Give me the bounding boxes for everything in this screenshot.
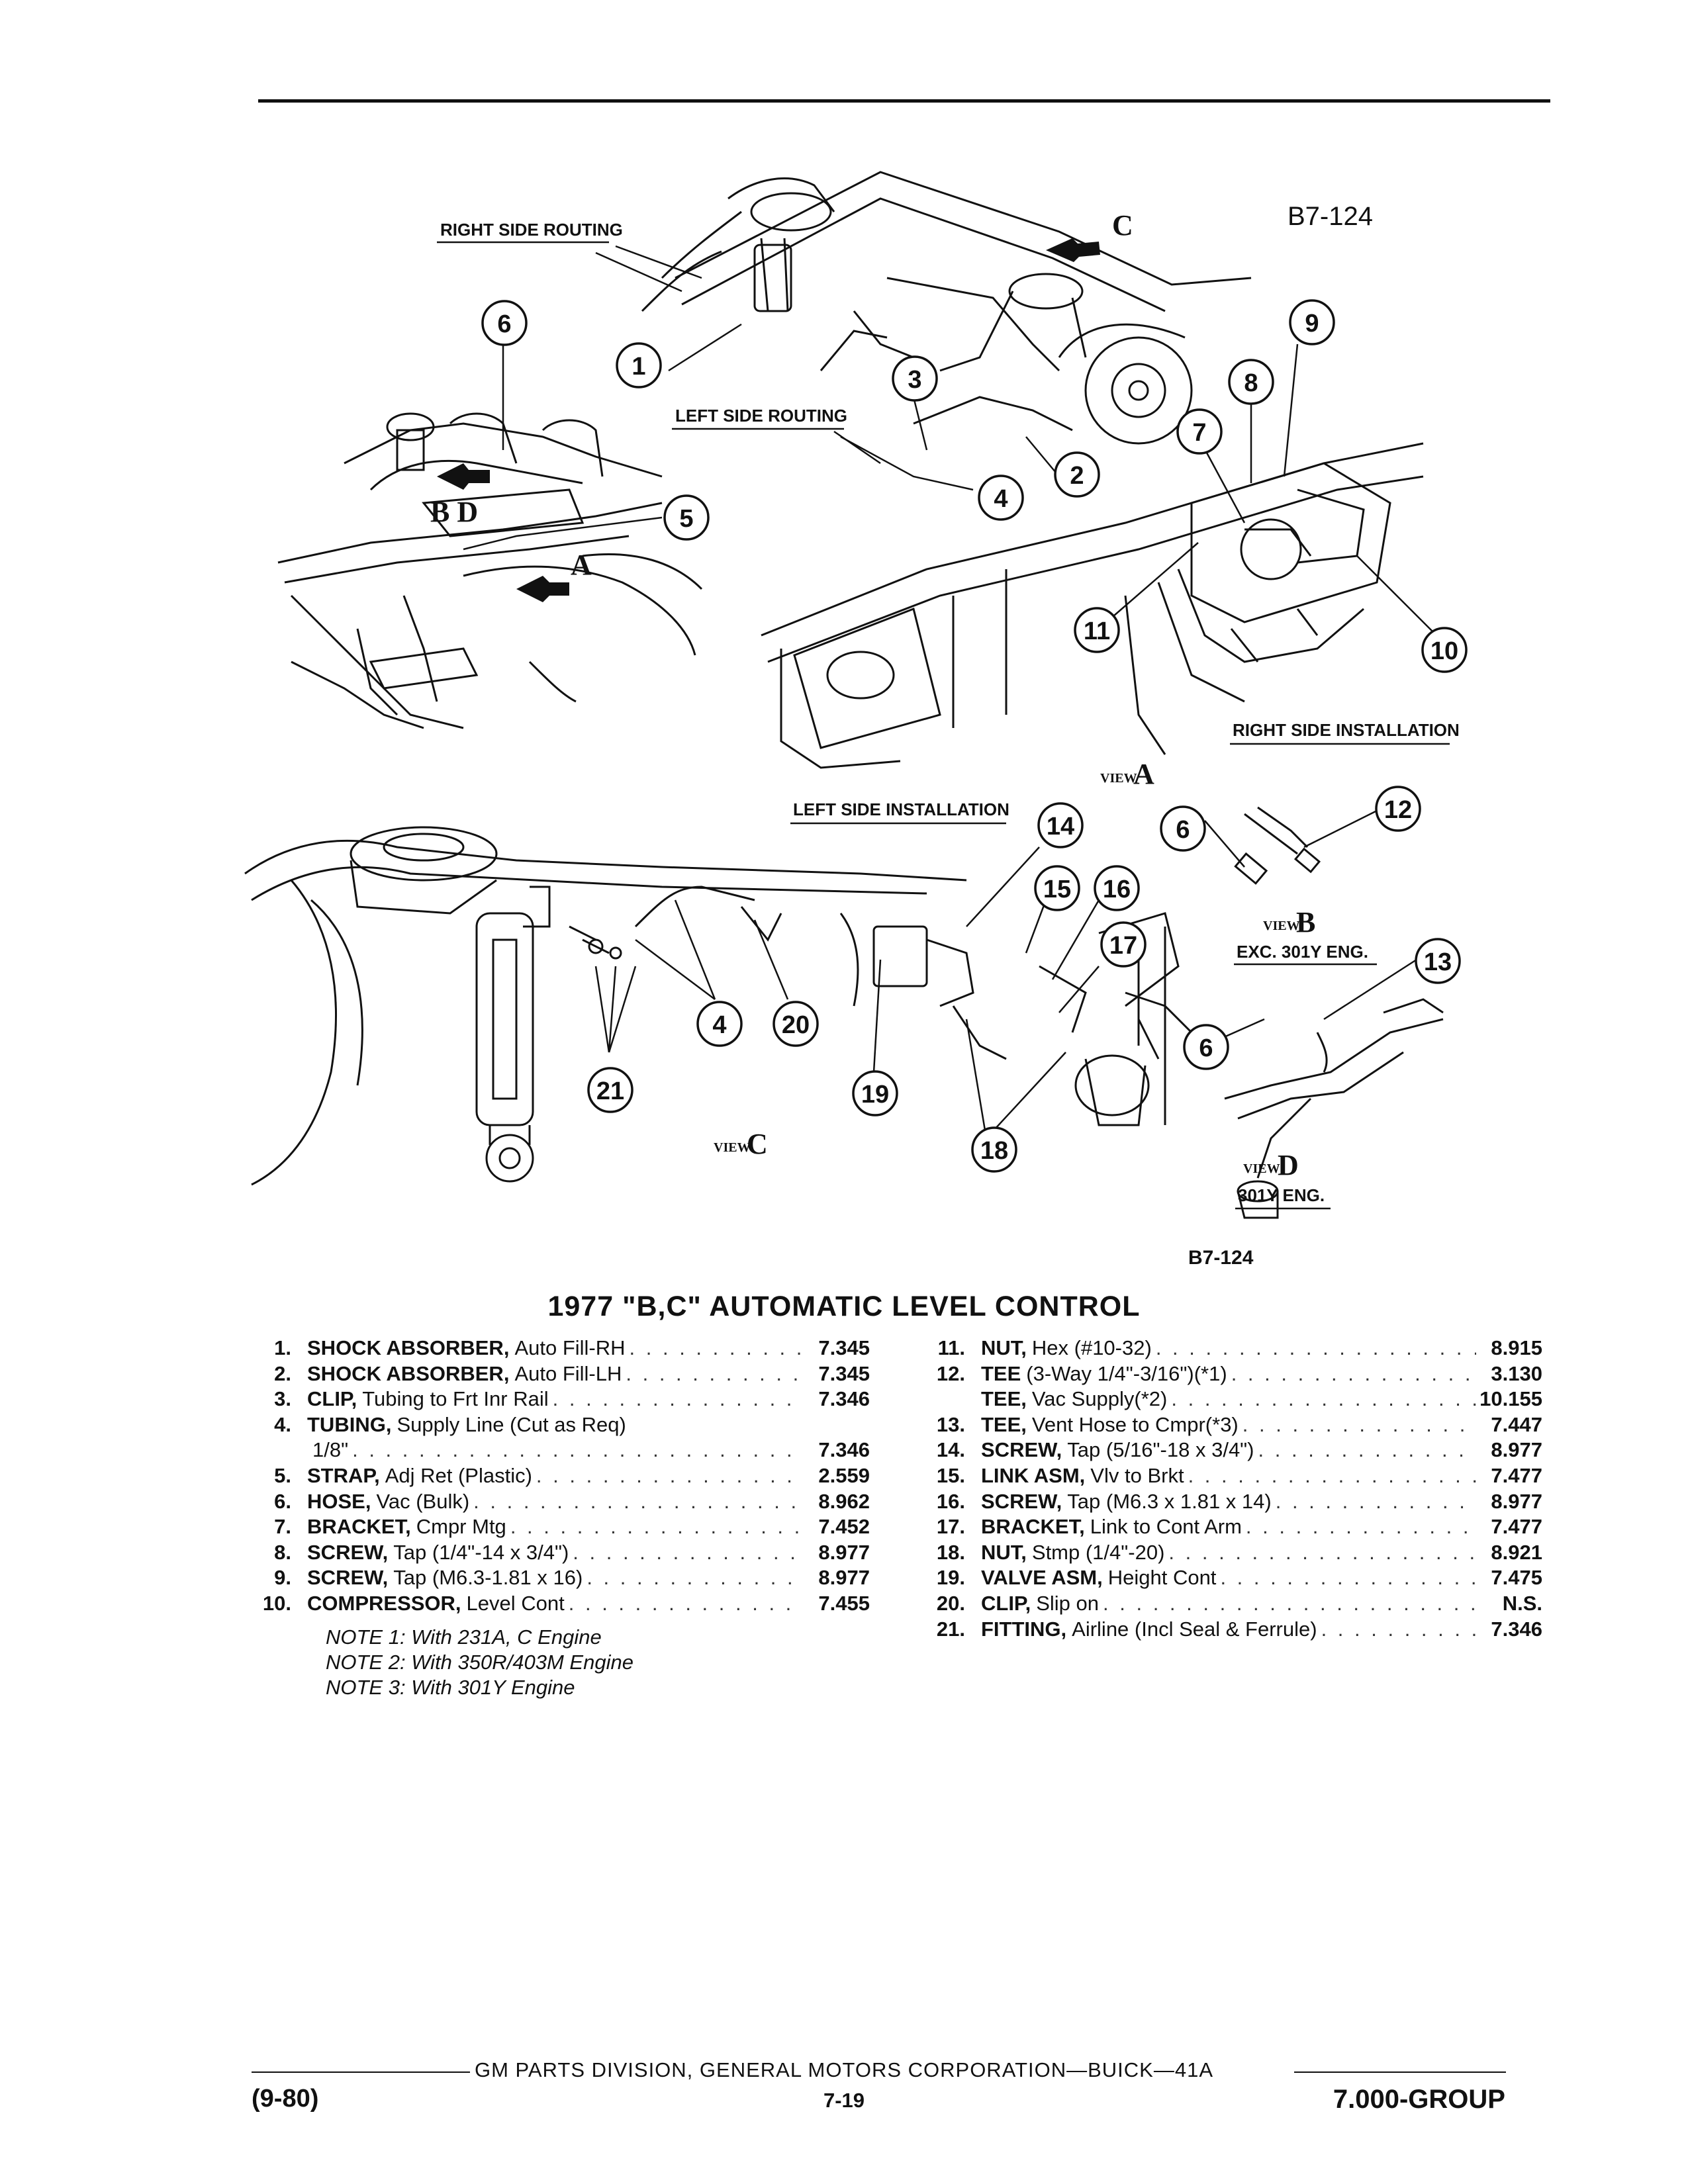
callout-1: 1 [632,353,645,381]
parts-row: TEE,Vac Supply(*2)10.155 [920,1387,1542,1412]
parts-row: 1.SHOCK ABSORBER,Auto Fill-RH7.345 [246,1336,870,1361]
parts-row: 7.BRACKET,Cmpr Mtg7.452 [246,1514,870,1540]
callout-19: 19 [861,1081,889,1109]
parts-row: 3.CLIP,Tubing to Frt Inr Rail7.346 [246,1387,870,1412]
parts-row: 2.SHOCK ABSORBER,Auto Fill-LH7.345 [246,1361,870,1387]
footer-rule-left [252,2071,470,2073]
view-b: VIEW B EXC. 301Y ENG. [1234,906,1377,966]
parts-row: 1/8"7.346 [246,1437,870,1463]
view-letter-c: C [747,1128,768,1160]
callout-4: 4 [994,485,1008,513]
callout-8: 8 [1244,369,1258,397]
arrow-letter-bd: B D [430,496,478,528]
view-a: VIEW A [1100,758,1154,790]
parts-row: 20.CLIP,Slip onN.S. [920,1591,1542,1617]
callout-13: 13 [1424,948,1452,976]
callout-3: 3 [908,366,921,394]
callout-6-view-d: 6 [1199,1034,1213,1062]
label-right-side-routing: RIGHT SIDE ROUTING [440,220,623,240]
footer-group: 7.000-GROUP [1333,2085,1505,2114]
parts-row: 13.TEE,Vent Hose to Cmpr(*3)7.447 [920,1412,1542,1438]
note-2: NOTE 2: With 350R/403M Engine [326,1651,633,1674]
view-letter-b: B [1296,906,1315,938]
view-letter-a: A [1133,758,1154,790]
parts-row: 5.STRAP,Adj Ret (Plastic)2.559 [246,1463,870,1489]
parts-row: 8.SCREW,Tap (1/4"-14 x 3/4")8.977 [246,1540,870,1566]
parts-list-right: 11.NUT,Hex (#10-32)8.915 12.TEE(3-Way 1/… [920,1336,1542,1642]
callout-4-view-c: 4 [712,1011,726,1039]
footer-publisher: GM PARTS DIVISION, GENERAL MOTORS CORPOR… [474,2058,1214,2081]
callout-6: 6 [497,310,511,338]
parts-row: 4.TUBING,Supply Line (Cut as Req) [274,1412,626,1436]
parts-row: 16.SCREW,Tap (M6.3 x 1.81 x 14)8.977 [920,1489,1542,1515]
parts-row: 12.TEE(3-Way 1/4"-3/16")(*1)3.130 [920,1361,1542,1387]
arrow-letter-a: A [571,549,592,581]
note-3: NOTE 3: With 301Y Engine [326,1676,575,1699]
callout-16: 16 [1103,876,1131,903]
callout-11: 11 [1084,617,1110,645]
parts-list-left: 1.SHOCK ABSORBER,Auto Fill-RH7.345 2.SHO… [246,1336,870,1617]
callout-17: 17 [1109,932,1137,960]
header-rule [258,99,1550,103]
diagram-code-bottom: B7-124 [1188,1247,1254,1269]
footer-date: (9-80) [252,2085,319,2113]
label-left-side-installation: LEFT SIDE INSTALLATION [793,799,1009,819]
view-d-subtitle: 301Y ENG. [1238,1185,1325,1205]
parts-row: 17.BRACKET,Link to Cont Arm7.477 [920,1514,1542,1540]
arrow-letter-c: C [1112,209,1133,242]
parts-row: 18.NUT,Stmp (1/4"-20)8.921 [920,1540,1542,1566]
diagram-code-top: B7-124 [1288,202,1373,231]
callout-14: 14 [1047,813,1074,841]
direction-arrows [437,238,1100,602]
callout-numbers: 6 1 3 4 5 2 7 8 9 10 11 12 13 14 15 16 1… [497,310,1458,1165]
parts-row: 11.NUT,Hex (#10-32)8.915 [920,1336,1542,1361]
leader-lines [463,245,1437,1139]
callout-5: 5 [679,505,693,533]
parts-row: 14.SCREW,Tap (5/16"-18 x 3/4")8.977 [920,1437,1542,1463]
label-right-side-installation: RIGHT SIDE INSTALLATION [1233,720,1460,740]
footer-rule-right [1294,2071,1506,2073]
view-word: VIEW [1243,1161,1280,1176]
note-1: NOTE 1: With 231A, C Engine [326,1625,602,1649]
parts-diagram: RIGHT SIDE ROUTING LEFT SIDE ROUTING RIG… [244,171,1468,1269]
page-title: 1977 "B,C" AUTOMATIC LEVEL CONTROL [547,1291,1141,1322]
parts-row: 15.LINK ASM,Vlv to Brkt7.477 [920,1463,1542,1489]
parts-row: 9.SCREW,Tap (M6.3-1.81 x 16)8.977 [246,1565,870,1591]
callout-9: 9 [1305,310,1319,338]
parts-row: 19.VALVE ASM,Height Cont7.475 [920,1565,1542,1591]
callout-10: 10 [1430,637,1458,665]
parts-row: 10.COMPRESSOR,Level Cont7.455 [246,1591,870,1617]
view-word: VIEW [714,1140,751,1155]
view-d: VIEW D 301Y ENG. [1235,1149,1331,1210]
callout-7: 7 [1192,419,1206,447]
callout-6-view-b: 6 [1176,816,1190,844]
diagram-artwork [244,171,1444,1219]
callout-circles [481,299,1468,1173]
page-number: 7-19 [823,2089,865,2112]
view-b-subtitle: EXC. 301Y ENG. [1237,942,1368,962]
parts-row: 21.FITTING,Airline (Incl Seal & Ferrule)… [920,1617,1542,1643]
parts-row: 6.HOSE,Vac (Bulk)8.962 [246,1489,870,1515]
callout-12: 12 [1384,796,1412,824]
view-c: VIEW C [714,1128,768,1160]
callout-2: 2 [1070,462,1084,490]
callout-18: 18 [980,1137,1008,1165]
callout-20: 20 [782,1011,810,1039]
notes: NOTE 1: With 231A, C Engine NOTE 2: With… [326,1625,633,1700]
view-word: VIEW [1263,919,1300,933]
callout-21: 21 [596,1077,624,1105]
view-letter-d: D [1278,1149,1299,1181]
view-word: VIEW [1100,771,1137,786]
routing-labels: RIGHT SIDE ROUTING LEFT SIDE ROUTING RIG… [437,220,1460,825]
label-left-side-routing: LEFT SIDE ROUTING [675,406,847,426]
callout-15: 15 [1043,876,1071,903]
